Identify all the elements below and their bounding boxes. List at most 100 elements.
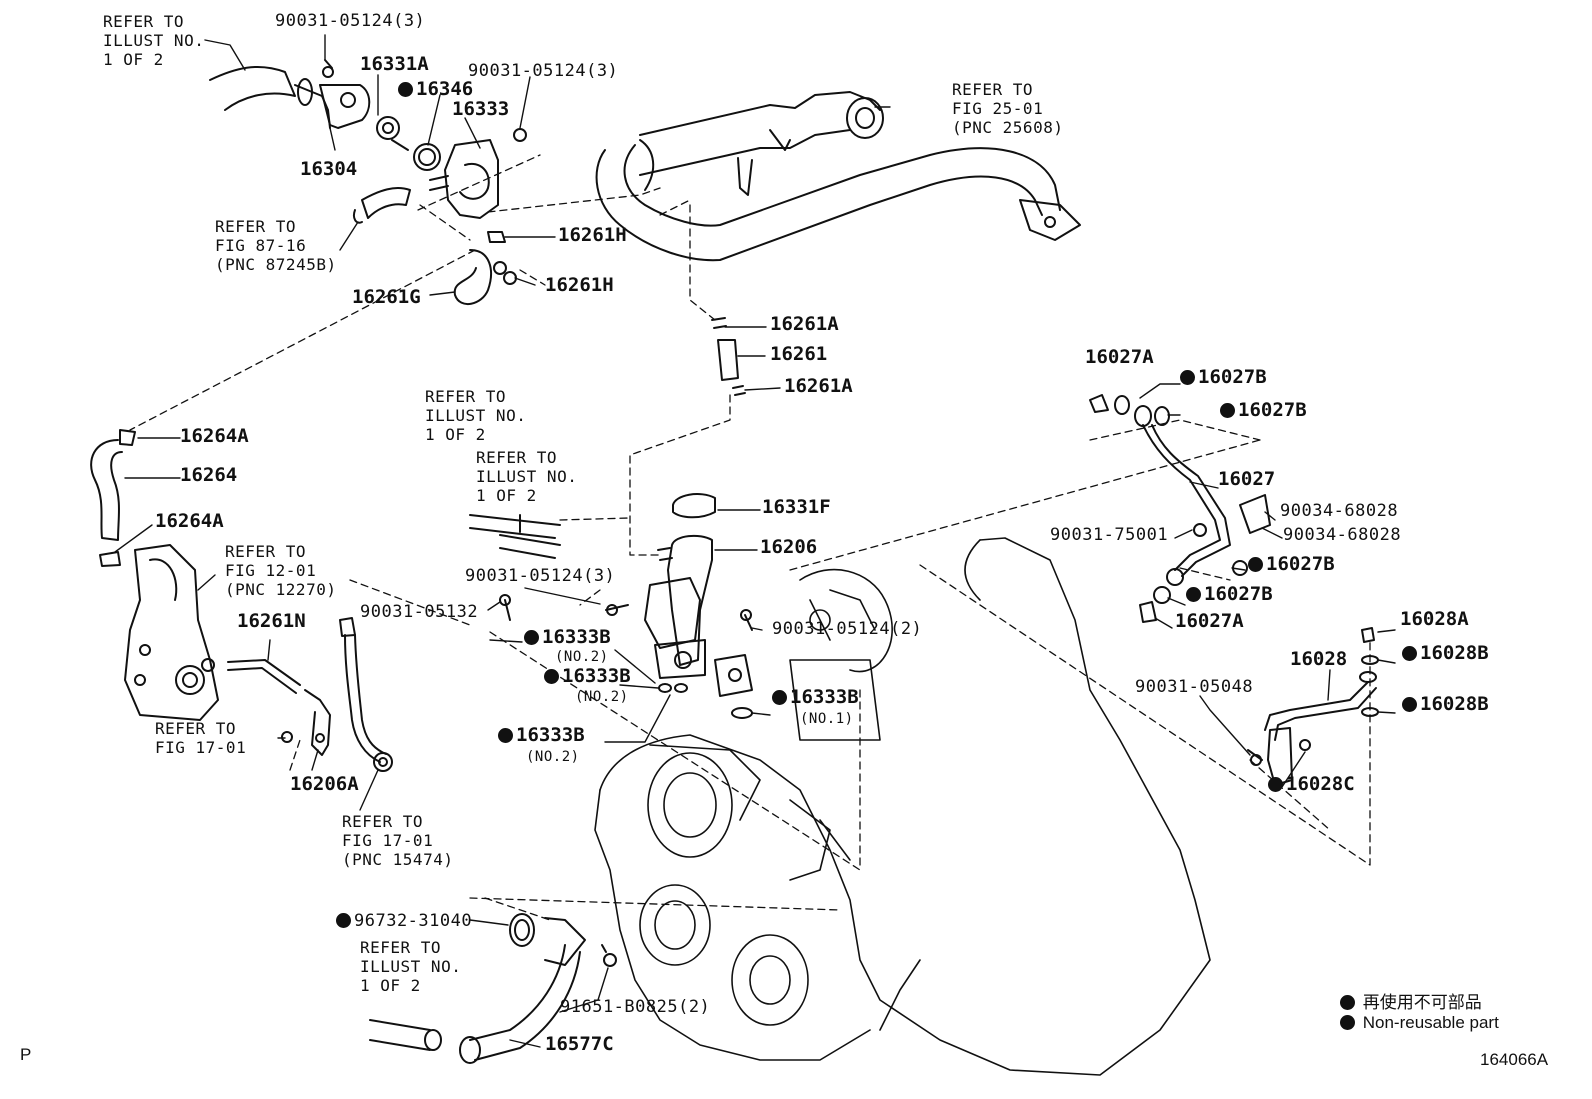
- nonreusable-dot-icon: [398, 82, 413, 97]
- refer-line: REFER TO: [103, 12, 185, 31]
- refer-line: FIG 17-01: [155, 738, 247, 757]
- nonreusable-dot-icon: [1220, 403, 1235, 418]
- part-label: 16261A: [784, 375, 853, 397]
- part-label-nonreusable: 16333B: [498, 726, 585, 745]
- part-label: 16261H: [558, 224, 627, 246]
- refer-line: FIG 87-16: [215, 236, 307, 255]
- part-label: 16027A: [1175, 610, 1244, 632]
- legend-jp: 再使用不可部品: [1340, 988, 1482, 1013]
- refer-line: REFER TO: [952, 80, 1034, 99]
- part-number: 16333B: [542, 626, 611, 648]
- refer-line: REFER TO: [155, 719, 237, 738]
- part-label: 16577C: [545, 1033, 614, 1055]
- nonreusable-dot-icon: [1248, 557, 1263, 572]
- part-number: 16028C: [1286, 773, 1355, 795]
- legend-text: 再使用不可部品: [1362, 993, 1482, 1012]
- part-label: 16206: [760, 536, 818, 558]
- part-label: 16261H: [545, 274, 614, 296]
- part-label: 16027A: [1085, 346, 1154, 368]
- refer-line: 1 OF 2: [425, 425, 486, 444]
- part-label: 90031-05124(3): [468, 61, 619, 81]
- pipe-16028-drawing: [1247, 627, 1379, 786]
- refer-note: REFER TO FIG 25-01 (PNC 25608): [952, 80, 1063, 137]
- refer-line: FIG 17-01: [342, 831, 434, 850]
- part-label: 16261N: [237, 610, 306, 632]
- part-label: 16264A: [180, 425, 249, 447]
- part-label: 90031-05048: [1135, 677, 1254, 697]
- nonreusable-dot-icon: [772, 690, 787, 705]
- part-sublabel: (NO.2): [526, 749, 580, 765]
- part-label-nonreusable: 16027B: [1248, 555, 1335, 574]
- part-number: 16333B: [790, 686, 859, 708]
- nonreusable-dot-icon: [544, 669, 559, 684]
- refer-line: FIG 25-01: [952, 99, 1044, 118]
- refer-line: REFER TO: [215, 217, 297, 236]
- water-pump-drawing: [124, 544, 219, 721]
- part-label-nonreusable: 16028B: [1402, 644, 1489, 663]
- part-number: 16027B: [1198, 366, 1267, 388]
- refer-line: (PNC 15474): [342, 850, 454, 869]
- refer-line: 1 OF 2: [360, 976, 421, 995]
- nonreusable-dot-icon: [1268, 777, 1283, 792]
- part-label: 16333: [452, 98, 510, 120]
- refer-note: REFER TO ILLUST NO. 1 OF 2: [360, 938, 461, 995]
- part-label: 16331A: [360, 53, 429, 75]
- part-number: 16027B: [1204, 583, 1273, 605]
- nonreusable-dot-icon: [1402, 646, 1417, 661]
- part-label: 16331F: [762, 496, 831, 518]
- part-label-nonreusable: 16027B: [1220, 401, 1307, 420]
- engine-block-drawing: [594, 537, 1211, 1076]
- part-label: 16206A: [290, 773, 359, 795]
- nonreusable-dot-icon: [498, 728, 513, 743]
- part-label: 16028A: [1400, 608, 1469, 630]
- pipe-90031-05132-drawing: [339, 617, 393, 772]
- part-label: 90031-05124(3): [275, 11, 426, 31]
- corner-mark: P: [20, 1045, 32, 1064]
- nonreusable-dot-icon: [1402, 697, 1417, 712]
- refer-line: REFER TO: [225, 542, 307, 561]
- part-label: 90031-75001: [1050, 525, 1169, 545]
- refer-line: REFER TO: [342, 812, 424, 831]
- part-number: 16028B: [1420, 693, 1489, 715]
- refer-note: REFER TO FIG 17-01 (PNC 15474): [342, 812, 453, 869]
- part-number: 16333B: [562, 665, 631, 687]
- refer-line: FIG 12-01: [225, 561, 317, 580]
- refer-line: ILLUST NO.: [425, 406, 527, 425]
- nonreusable-dot-icon: [1180, 370, 1195, 385]
- pipe-16577C-drawing: [369, 913, 617, 1064]
- part-label-nonreusable: 16028C: [1268, 775, 1355, 794]
- part-label: 16027: [1218, 468, 1276, 490]
- part-label-nonreusable: 96732-31040: [336, 912, 472, 931]
- part-label: 90031-05124(2): [772, 619, 923, 639]
- refer-note: REFER TO FIG 17-01: [155, 719, 246, 757]
- nonreusable-dot-icon: [1340, 995, 1355, 1010]
- part-number: 16346: [416, 78, 474, 100]
- nonreusable-dot-icon: [1186, 587, 1201, 602]
- part-label-nonreusable: 16333B: [772, 688, 859, 707]
- refer-line: 1 OF 2: [476, 486, 537, 505]
- nonreusable-dot-icon: [336, 913, 351, 928]
- part-sublabel: (NO.2): [575, 689, 629, 705]
- part-label: 90031-05124(3): [465, 566, 616, 586]
- part-number: 16028B: [1420, 642, 1489, 664]
- part-label: 16261G: [352, 286, 421, 308]
- part-label-nonreusable: 16333B: [544, 667, 631, 686]
- bypass-hose-drawing: [711, 317, 746, 396]
- part-label: 90031-05132: [360, 602, 479, 622]
- pipe-16261N-drawing: [227, 659, 331, 756]
- part-label: 16304: [300, 158, 358, 180]
- part-label: 16028: [1290, 648, 1348, 670]
- part-label-nonreusable: 16027B: [1186, 585, 1273, 604]
- legend-text: Non-reusable part: [1362, 1013, 1499, 1032]
- refer-line: REFER TO: [425, 387, 507, 406]
- refer-note: REFER TO FIG 87-16 (PNC 87245B): [215, 217, 337, 274]
- nonreusable-dot-icon: [524, 630, 539, 645]
- part-label: 16264A: [155, 510, 224, 532]
- refer-line: (PNC 12270): [225, 580, 337, 599]
- part-sublabel: (NO.1): [800, 711, 854, 727]
- refer-note: REFER TO ILLUST NO. 1 OF 2: [425, 387, 526, 444]
- refer-line: ILLUST NO.: [360, 957, 462, 976]
- refer-note: REFER TO ILLUST NO. 1 OF 2: [103, 12, 204, 69]
- part-label-nonreusable: 16028B: [1402, 695, 1489, 714]
